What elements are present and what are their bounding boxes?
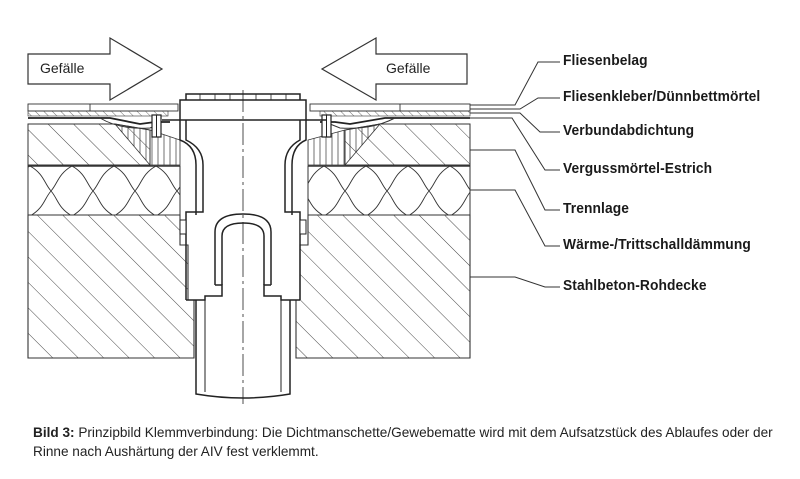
label-waterproofing: Verbundabdichtung (563, 122, 695, 139)
label-concrete-slab: Stahlbeton-Rohdecke (563, 277, 707, 294)
figure-caption: Bild 3: Prinzipbild Klemmverbindung: Die… (33, 423, 773, 461)
caption-prefix: Bild 3: (33, 425, 75, 440)
floor-layers-right (295, 103, 471, 359)
label-tile-adhesive: Fliesenkleber/Dünnbettmörtel (563, 88, 761, 105)
label-leader-lines (470, 61, 560, 288)
label-tile-covering: Fliesenbelag (563, 52, 648, 69)
caption-text: Prinzipbild Klemmverbindung: Die Dichtma… (33, 425, 773, 459)
label-insulation: Wärme-/Trittschalldämmung (563, 236, 751, 253)
label-grouting-screed: Vergussmörtel-Estrich (563, 160, 713, 177)
slope-label-right: Gefälle (386, 60, 431, 76)
slope-label-left: Gefälle (40, 60, 85, 76)
label-separation-layer: Trennlage (563, 200, 630, 217)
slope-arrow-left (27, 36, 164, 102)
floor-layers-left (27, 103, 195, 359)
slope-arrow-right (320, 36, 468, 102)
floor-drain-body (162, 90, 326, 404)
